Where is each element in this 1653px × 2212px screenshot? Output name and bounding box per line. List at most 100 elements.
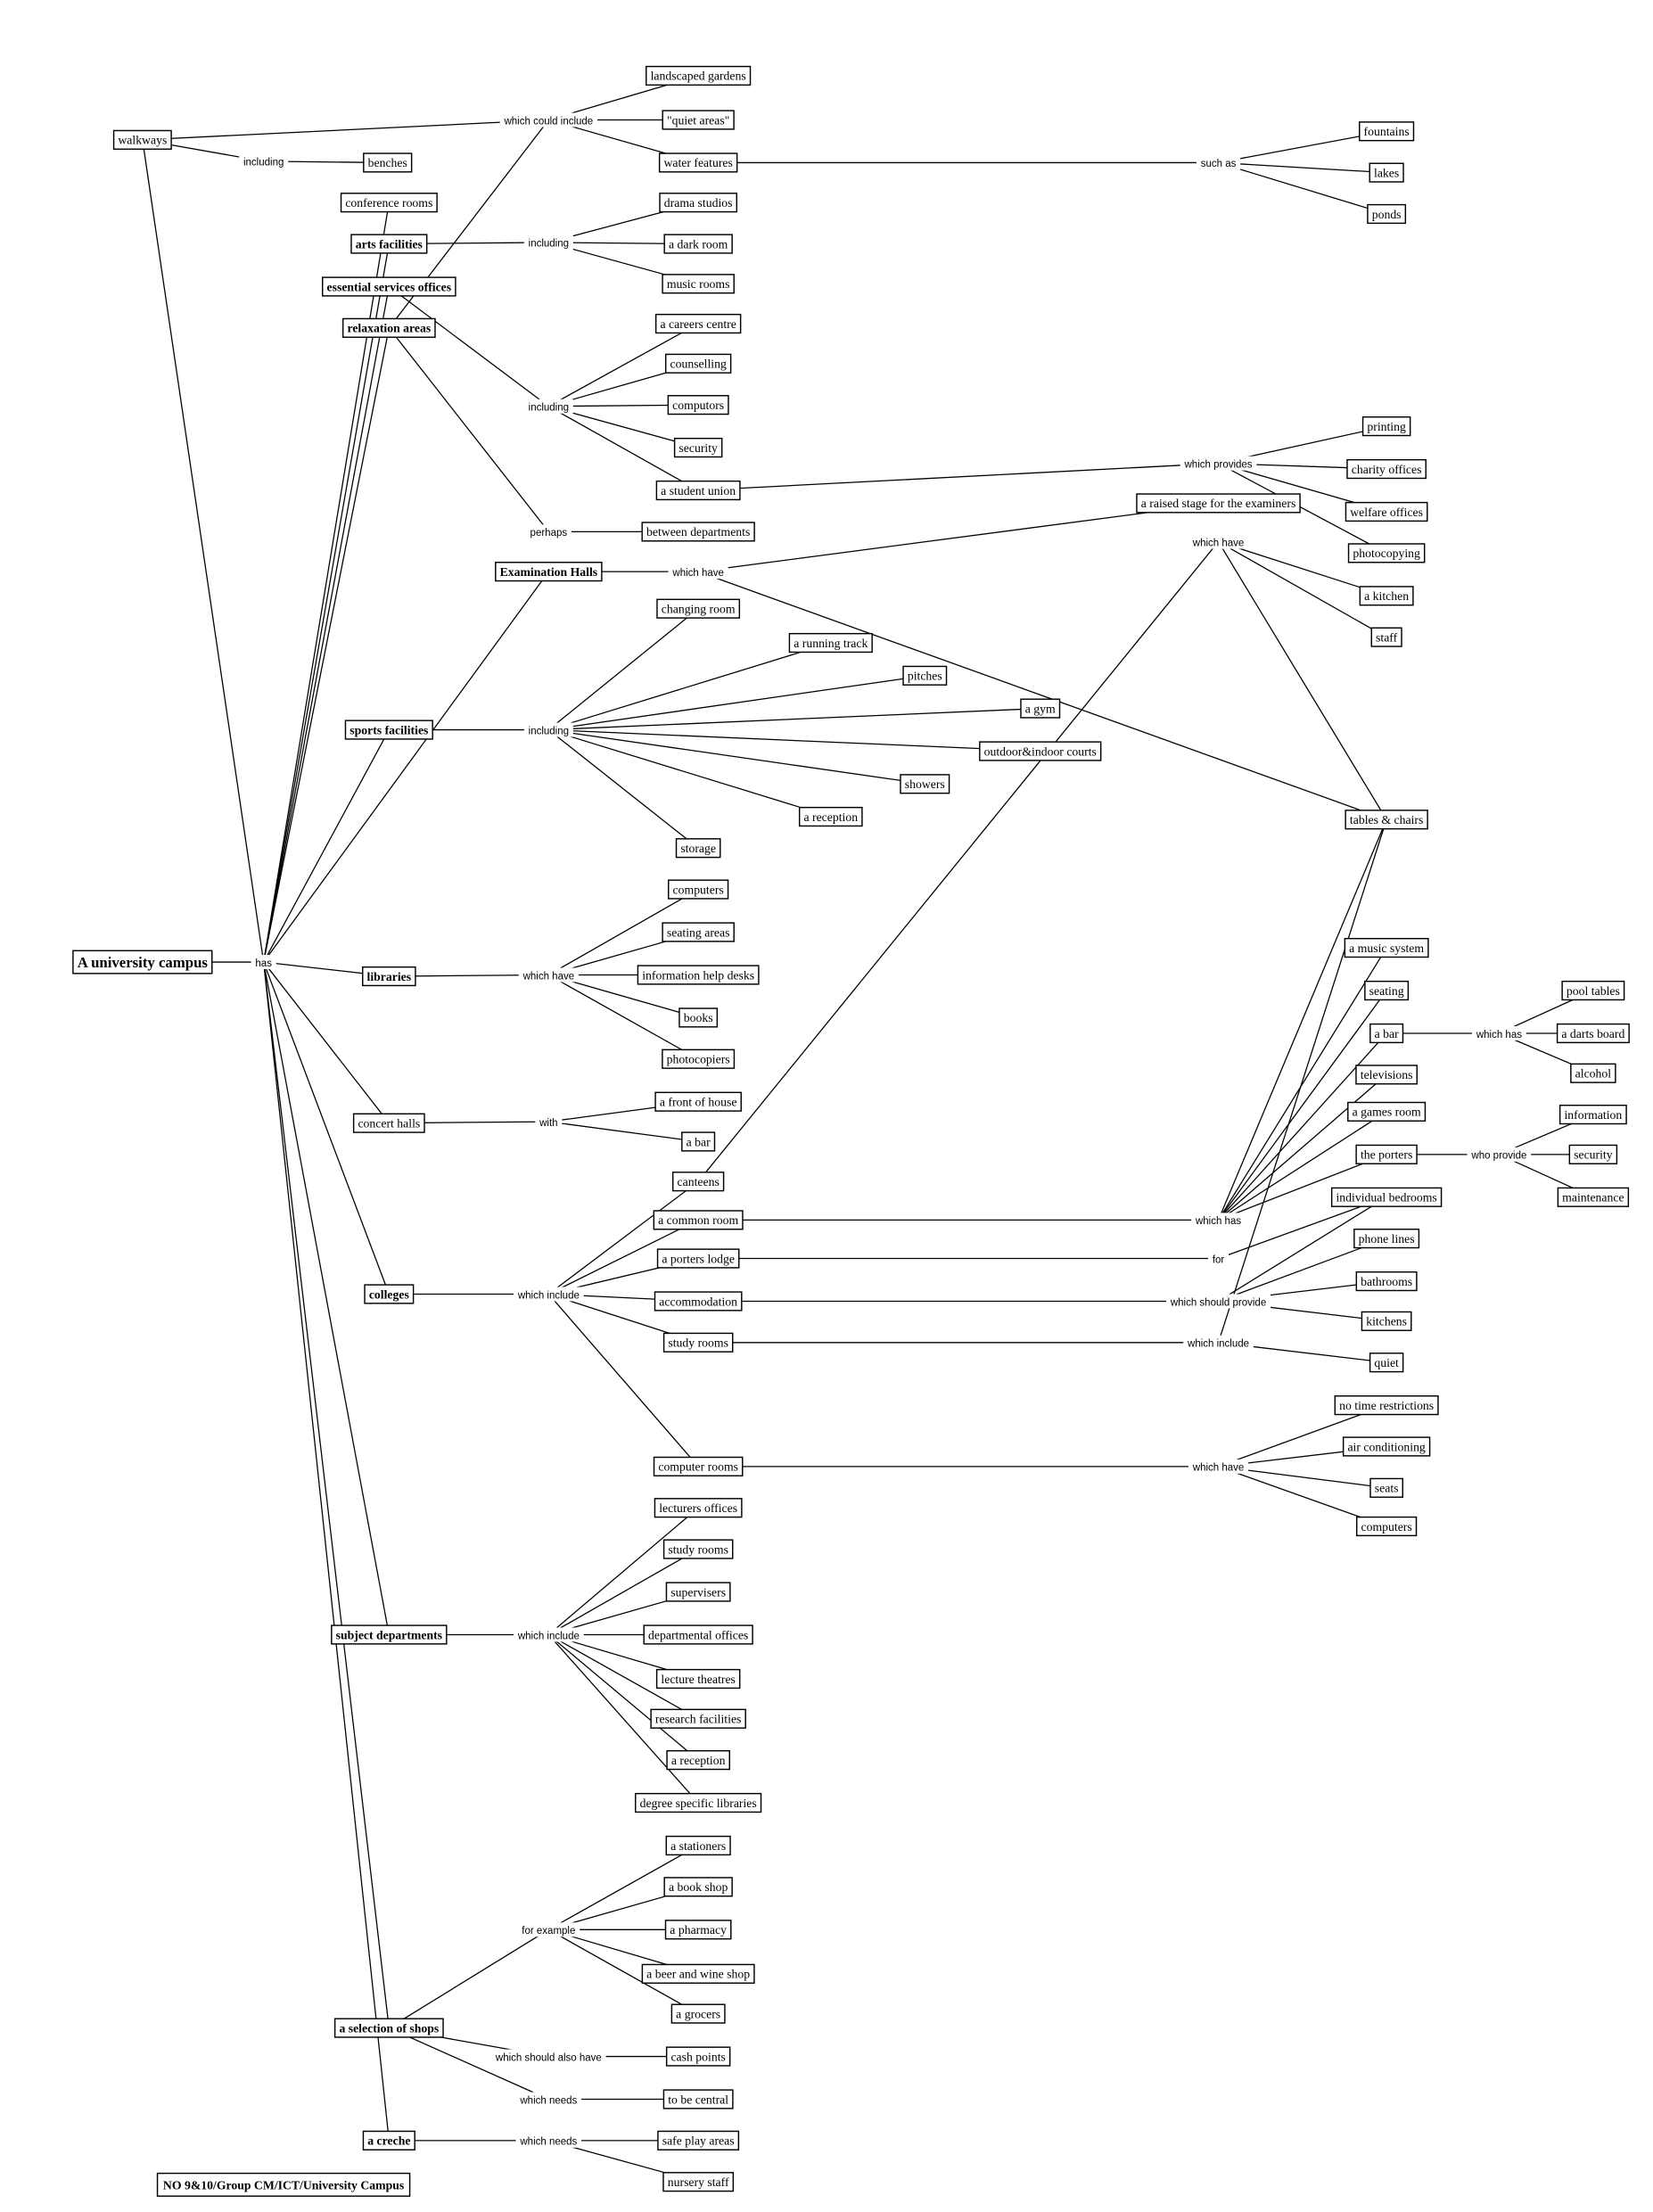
concept-node-gardens[interactable]: landscaped gardens [646,65,752,86]
concept-node-libraries[interactable]: libraries [362,966,416,987]
concept-node-phone[interactable]: phone lines [1353,1229,1420,1249]
concept-node-showers[interactable]: showers [900,774,950,794]
concept-node-pitches[interactable]: pitches [902,665,948,686]
concept-node-porters_lodge[interactable]: a porters lodge [656,1248,740,1269]
concept-node-security[interactable]: security [673,437,723,458]
concept-node-conf[interactable]: conference rooms [340,193,438,213]
concept-node-games[interactable]: a games room [1347,1101,1427,1122]
concept-node-books[interactable]: books [678,1007,719,1028]
concept-node-lakes[interactable]: lakes [1369,162,1404,183]
concept-node-music_rooms[interactable]: music rooms [662,274,735,294]
concept-node-computors[interactable]: computors [667,395,729,415]
concept-node-concert[interactable]: concert halls [352,1113,425,1133]
concept-node-benches[interactable]: benches [363,152,413,173]
concept-node-between[interactable]: between departments [641,522,755,542]
concept-node-pool[interactable]: pool tables [1561,980,1625,1001]
concept-node-grocers[interactable]: a grocers [670,2003,726,2024]
concept-node-computers[interactable]: computers [668,879,729,900]
concept-node-bathrooms[interactable]: bathrooms [1355,1270,1418,1292]
concept-node-maintenance[interactable]: maintenance [1557,1187,1630,1207]
concept-node-charity[interactable]: charity offices [1346,458,1427,480]
concept-node-ponds[interactable]: ponds [1367,203,1407,225]
concept-node-photocopiers[interactable]: photocopiers [662,1048,736,1069]
concept-node-bar2[interactable]: a bar [1369,1023,1404,1044]
concept-node-study2[interactable]: study rooms [662,1539,734,1559]
concept-node-bookshop[interactable]: a book shop [663,1877,733,1897]
concept-node-subject[interactable]: subject departments [331,1624,448,1645]
concept-node-pharmacy[interactable]: a pharmacy [664,1920,732,1940]
concept-node-staff[interactable]: staff [1370,627,1402,647]
concept-node-stationers[interactable]: a stationers [665,1835,731,1856]
concept-node-central[interactable]: to be central [662,2089,734,2109]
node-label: the porters [1361,1148,1412,1162]
concept-node-nursery[interactable]: nursery staff [662,2172,735,2192]
concept-node-information[interactable]: information [1558,1104,1627,1125]
node-label: a stationers [670,1839,726,1853]
concept-node-seats[interactable]: seats [1369,1477,1403,1498]
concept-node-helpdesks[interactable]: information help desks [637,965,760,985]
concept-node-seating[interactable]: seating [1364,980,1410,1001]
concept-node-beer[interactable]: a beer and wine shop [641,1963,755,1984]
concept-node-sports[interactable]: sports facilities [344,720,433,740]
concept-node-canteens[interactable]: canteens [672,1172,725,1192]
concept-node-arts[interactable]: arts facilities [350,234,428,254]
concept-node-kitchens[interactable]: kitchens [1361,1311,1412,1331]
concept-node-exam[interactable]: Examination Halls [495,562,603,582]
concept-node-bedrooms[interactable]: individual bedrooms [1330,1187,1443,1207]
concept-node-printing[interactable]: printing [1361,416,1411,437]
concept-node-aircon[interactable]: air conditioning [1342,1436,1431,1457]
concept-node-tables[interactable]: tables & chairs [1345,810,1428,830]
concept-node-degree[interactable]: degree specific libraries [635,1792,762,1813]
concept-node-gym[interactable]: a gym [1020,698,1061,719]
concept-node-walkways[interactable]: walkways [112,129,172,150]
concept-node-shops[interactable]: a selection of shops [333,2018,444,2038]
concept-node-safeplay[interactable]: safe play areas [657,2130,740,2150]
concept-node-careers[interactable]: a careers centre [654,313,742,334]
concept-node-deptoff[interactable]: departmental offices [643,1624,753,1645]
concept-node-common[interactable]: a common room [653,1210,744,1230]
concept-node-welfare[interactable]: welfare offices [1345,501,1428,522]
concept-node-fountains[interactable]: fountains [1359,121,1415,142]
concept-node-photocopying[interactable]: photocopying [1347,543,1426,563]
concept-node-counsel[interactable]: counselling [664,353,732,374]
concept-node-courts[interactable]: outdoor&indoor courts [979,741,1102,761]
concept-node-root[interactable]: A university campus [72,950,213,974]
concept-node-front[interactable]: a front of house [654,1091,742,1112]
concept-node-stage[interactable]: a raised stage for the examiners [1136,493,1301,514]
concept-node-study1[interactable]: study rooms [662,1332,734,1353]
concept-node-kitchen[interactable]: a kitchen [1359,586,1414,606]
concept-node-changing[interactable]: changing room [656,598,741,619]
concept-node-theatres[interactable]: lecture theatres [655,1668,741,1690]
concept-node-comp_rooms[interactable]: computer rooms [653,1456,744,1476]
concept-node-lecturers[interactable]: lecturers offices [654,1498,743,1518]
concept-node-storage[interactable]: storage [675,838,721,859]
concept-node-ess[interactable]: essential services offices [322,276,456,297]
node-label: a music system [1349,942,1424,955]
concept-node-bar1[interactable]: a bar [681,1131,716,1152]
concept-node-dark[interactable]: a dark room [663,234,733,254]
concept-node-porters[interactable]: the porters [1355,1144,1418,1164]
concept-node-reception[interactable]: a reception [798,806,863,827]
concept-node-supervisers[interactable]: supervisers [665,1582,731,1602]
concept-node-notime[interactable]: no time restrictions [1334,1395,1439,1416]
concept-node-creche[interactable]: a creche [362,2130,415,2150]
concept-node-union[interactable]: a student union [655,480,741,501]
concept-node-relax[interactable]: relaxation areas [341,317,436,338]
concept-node-colleges[interactable]: colleges [364,1284,415,1304]
concept-node-alcohol[interactable]: alcohol [1570,1063,1616,1083]
concept-node-reception2[interactable]: a reception [666,1750,730,1771]
concept-node-security2[interactable]: security [1568,1144,1618,1164]
concept-node-darts[interactable]: a darts board [1556,1023,1630,1044]
concept-node-research[interactable]: research facilities [650,1708,746,1729]
concept-node-quiet_areas[interactable]: "quiet areas" [662,110,735,130]
concept-node-drama[interactable]: drama studios [659,193,738,213]
concept-node-tv[interactable]: televisions [1355,1065,1419,1085]
concept-node-track[interactable]: a running track [788,632,873,654]
concept-node-quiet[interactable]: quiet [1369,1353,1404,1373]
concept-node-cash[interactable]: cash points [665,2046,731,2067]
concept-node-musicsys[interactable]: a music system [1344,937,1429,958]
concept-node-seating_areas[interactable]: seating areas [662,922,735,942]
concept-node-accom[interactable]: accommodation [654,1291,743,1312]
concept-node-water[interactable]: water features [658,152,738,173]
concept-node-computers2[interactable]: computers [1355,1516,1418,1537]
